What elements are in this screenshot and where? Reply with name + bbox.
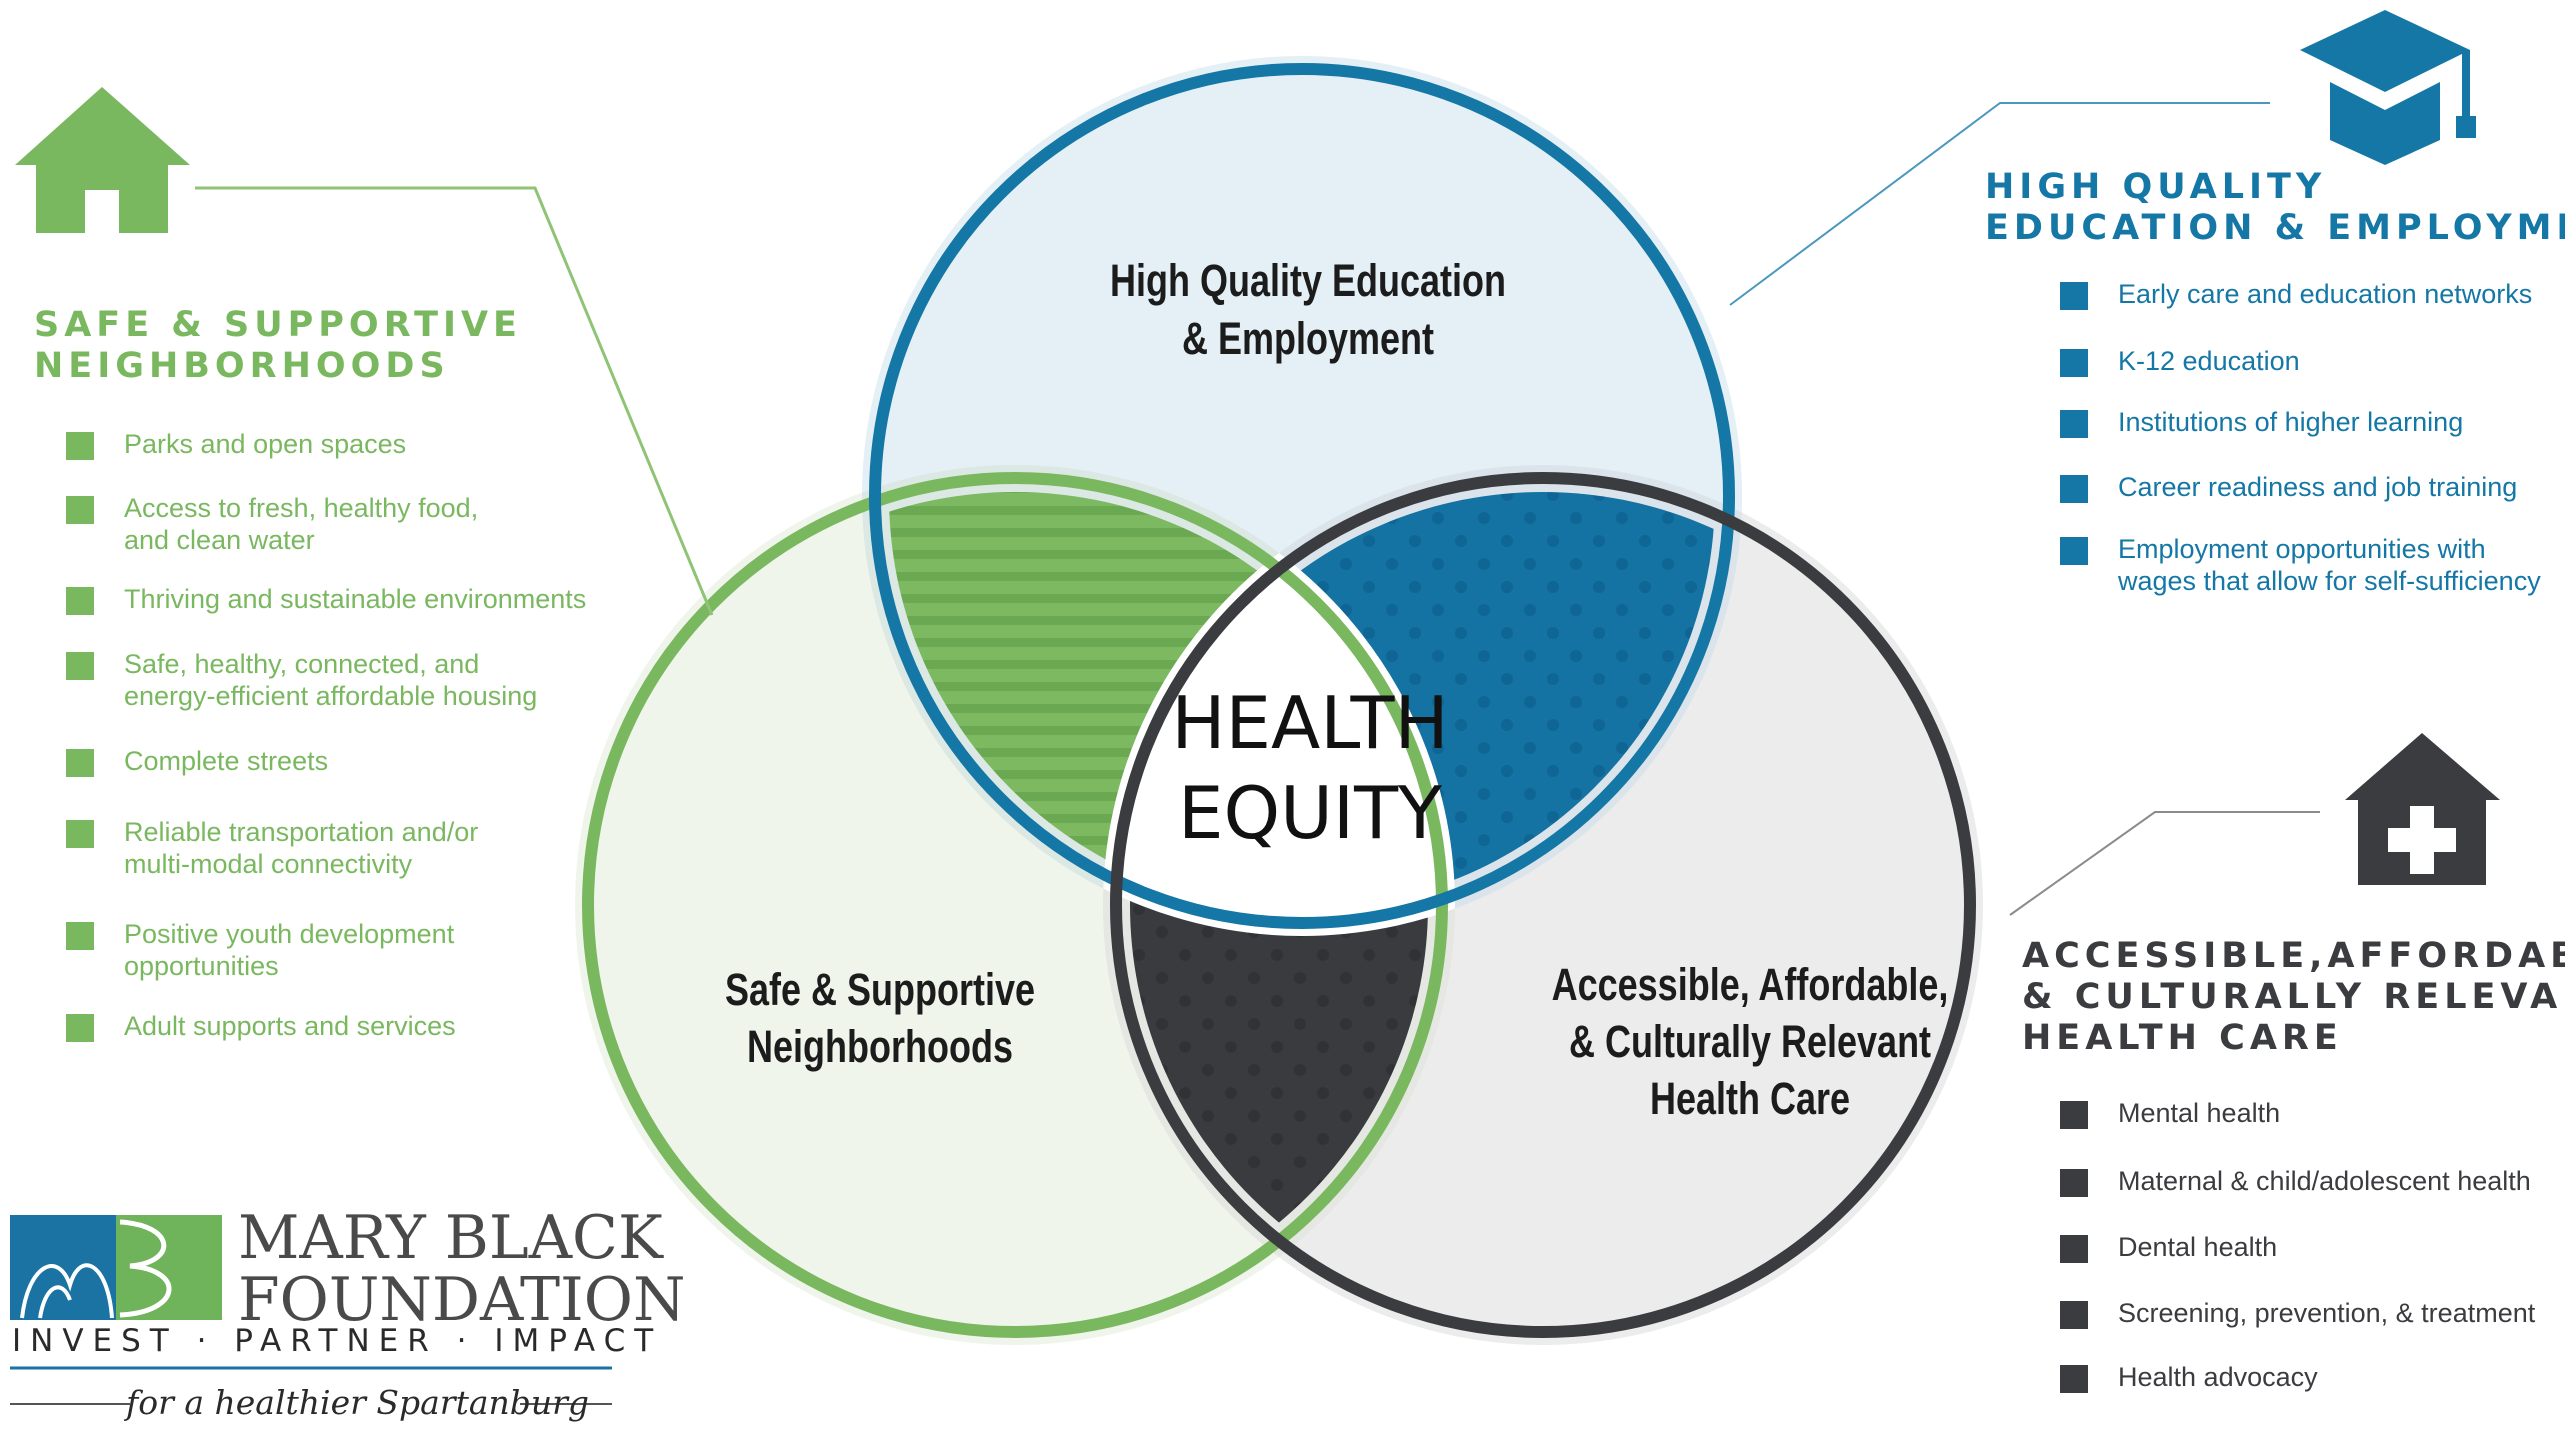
connector-line-health-care [2009,811,2320,916]
list-item-text: Complete streets [124,745,328,777]
logo-script-tagline: for a healthier Spartanburg [126,1383,590,1422]
bullet-square-icon [2060,1365,2088,1393]
list-item-line: and clean water [124,525,315,555]
list-item-line: Adult supports and services [124,1011,456,1041]
list-item-text: Career readiness and job training [2118,471,2517,503]
list-item-text: Parks and open spaces [124,428,406,460]
bullet-square-icon [2060,282,2088,310]
bullet-square-icon [2060,349,2088,377]
list-item-line: Career readiness and job training [2118,472,2518,502]
list-item-line: Safe, healthy, connected, and [124,649,480,679]
list-item-line: Maternal & child/adolescent health [2118,1166,2531,1196]
bullet-square-icon [66,587,94,615]
bullet-square-icon [2060,1235,2088,1263]
circle-label-health-care: Accessible, Affordable, & Culturally Rel… [1551,959,1949,1124]
circle-outline-health-care [1110,472,1976,1338]
bullet-square-icon [66,652,94,680]
logo-name-line-1: MARY BLACK [238,1203,663,1273]
bullet-square-icon [2060,537,2088,565]
list-item-text: Thriving and sustainable environments [124,583,586,615]
neighborhoods-panel-title: SAFE & SUPPORTIVE NEIGHBORHOODS [34,305,522,386]
medical-house-icon [2345,733,2500,885]
list-item-line: Dental health [2118,1232,2278,1262]
list-item-line: energy-efficient affordable housing [124,681,538,711]
list-item-text: Institutions of higher learning [2118,406,2463,438]
list-item-line: multi-modal connectivity [124,849,413,879]
bullet-square-icon [66,922,94,950]
bullet-square-icon [2060,1301,2088,1329]
list-item-line: Mental health [2118,1098,2281,1128]
health-equity-center-fill [1103,465,1455,936]
list-item-line: Screening, prevention, & treatment [2118,1298,2536,1328]
bullet-square-icon [2060,1101,2088,1129]
education-panel-title: HIGH QUALITY EDUCATION & EMPLOYMENT [1985,167,2565,248]
bullet-square-icon [66,432,94,460]
list-item-text: Early care and education networks [2118,278,2532,310]
bullet-square-icon [2060,475,2088,503]
list-item-line: Reliable transportation and/or [124,817,479,847]
list-item-line: Institutions of higher learning [2118,407,2464,437]
graduation-cap-icon [2300,10,2476,165]
list-item-line: Employment opportunities with [2118,534,2486,564]
list-item-text: Maternal & child/adolescent health [2118,1165,2531,1197]
list-item-text: Mental health [2118,1097,2280,1129]
connector-line-education [1729,102,2270,306]
health-equity-label: HEALTH EQUITY [1171,681,1449,855]
circle-label-education: High Quality Education & Employment [1109,255,1507,364]
list-item-line: K-12 education [2118,346,2300,376]
connector-line-neighborhoods [195,186,714,616]
list-item-line: Parks and open spaces [124,429,407,459]
bullet-square-icon [66,1014,94,1042]
list-item-line: Thriving and sustainable environments [124,584,587,614]
bullet-square-icon [66,820,94,848]
bullet-square-icon [66,496,94,524]
list-item-text: K-12 education [2118,345,2300,377]
bullet-square-icon [2060,410,2088,438]
list-item-text: Dental health [2118,1231,2277,1263]
list-item-line: Positive youth development [124,919,455,949]
list-item-line: wages that allow for self-sufficiency [2118,566,2541,596]
circle-label-neighborhoods: Safe & Supportive Neighborhoods [724,964,1036,1072]
logo-mark [10,1215,612,1405]
house-icon [15,87,190,233]
logo-tagline: INVEST · PARTNER · IMPACT [12,1323,663,1359]
list-item-text: Access to fresh, healthy food,and clean … [124,492,478,556]
list-item-text: Adult supports and services [124,1010,456,1042]
list-item-line: Early care and education networks [2118,279,2533,309]
bullet-square-icon [66,749,94,777]
bullet-square-icon [2060,1169,2088,1197]
list-item-text: Screening, prevention, & treatment [2118,1297,2535,1329]
logo-name-line-2: FOUNDATION [238,1265,686,1335]
health-care-panel-title: ACCESSIBLE,AFFORDABLE, & CULTURALLY RELE… [2022,936,2565,1058]
list-item-line: Health advocacy [2118,1362,2318,1392]
list-item-line: Complete streets [124,746,329,776]
list-item-line: opportunities [124,951,279,981]
circle-outline-education [869,63,1735,929]
list-item-text: Health advocacy [2118,1361,2318,1393]
list-item-line: Access to fresh, healthy food, [124,493,479,523]
